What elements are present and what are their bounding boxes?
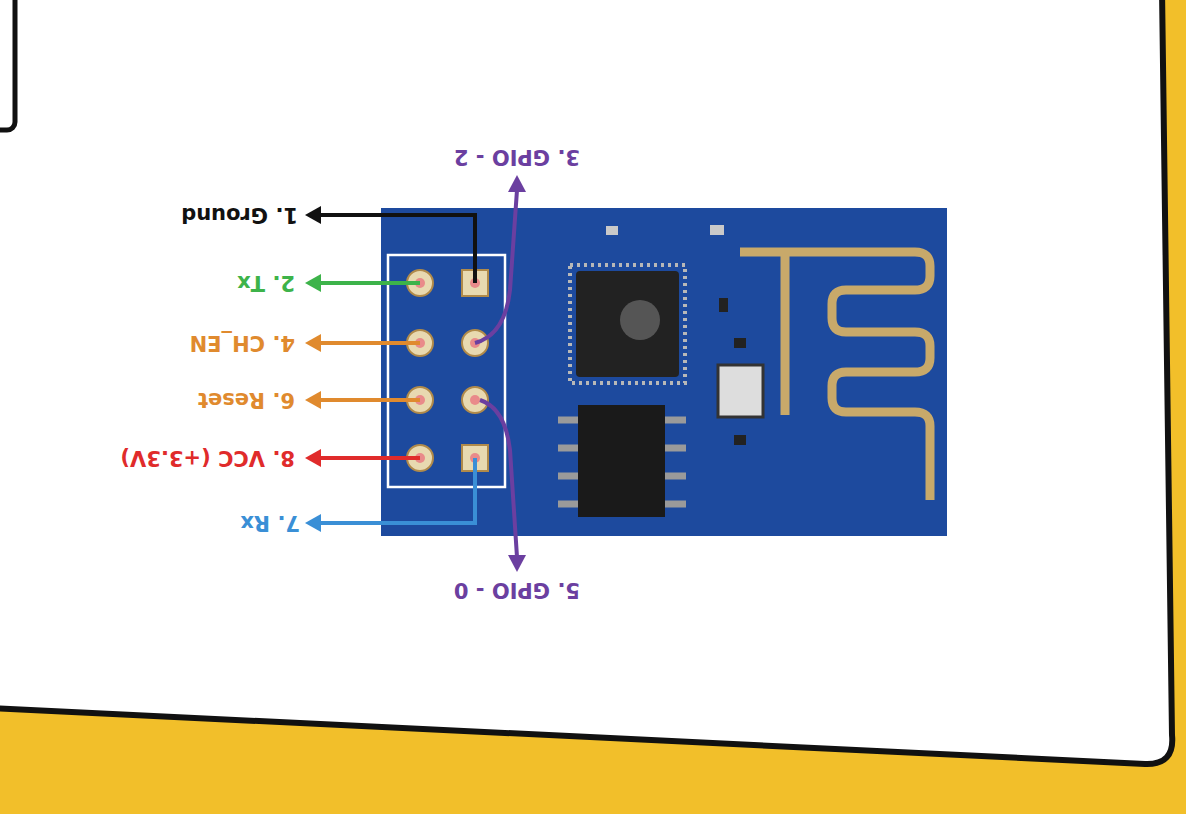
arrowhead (305, 449, 321, 467)
antenna-feed (781, 252, 790, 415)
smd-part (719, 298, 728, 312)
header-pins (407, 270, 488, 471)
gpio2-leader (475, 190, 517, 343)
pin-header-outline (388, 255, 505, 487)
wifi-chip (576, 271, 679, 377)
smd-part (734, 435, 746, 445)
flash-pin (663, 473, 686, 480)
chip-logo (620, 300, 660, 340)
pin-label: 4. CH_EN (190, 331, 295, 354)
smd-part (710, 225, 724, 235)
arrowhead (305, 274, 321, 292)
pin-label: 3. GPIO - 2 (454, 145, 580, 168)
arrowhead (508, 555, 526, 572)
flash-chip (578, 405, 665, 517)
pin-label: 2. Tx (237, 271, 295, 294)
flash-pin (558, 473, 580, 480)
pin-label: 7. Rx (240, 511, 300, 534)
flash-pin (663, 445, 686, 452)
pcb-board (381, 208, 947, 536)
reset-leader (318, 398, 420, 402)
smd-part (606, 226, 618, 235)
pin-label: 5. GPIO - 0 (454, 578, 580, 601)
leader-lines (318, 190, 517, 557)
arrowheads (305, 175, 526, 572)
white-card (0, 0, 1172, 764)
pin-label: 6. Reset (198, 388, 295, 411)
corner-tab (0, 0, 15, 130)
flash-pin (558, 501, 580, 508)
ground-leader (318, 215, 475, 283)
arrowhead (305, 514, 321, 532)
tx-leader (318, 281, 420, 285)
vcc-leader (318, 456, 420, 460)
flash-pin (558, 445, 580, 452)
flash-pin (558, 417, 580, 424)
arrowhead (305, 206, 321, 224)
gpio0-leader (480, 400, 517, 557)
arrowhead (305, 334, 321, 352)
pin-label: 8. VCC (+3.3V) (120, 446, 295, 469)
arrowhead (508, 175, 526, 192)
smd-part (734, 338, 746, 348)
pin-label: 1. Ground (181, 203, 298, 226)
rx-leader (318, 458, 475, 523)
flash-pin (663, 417, 686, 424)
chip-pins (570, 265, 685, 383)
arrowhead (305, 391, 321, 409)
crystal (718, 365, 763, 417)
antenna-trace (740, 252, 930, 500)
ch-en-leader (318, 341, 420, 345)
pin-hole (470, 395, 480, 405)
flash-pin (663, 501, 686, 508)
